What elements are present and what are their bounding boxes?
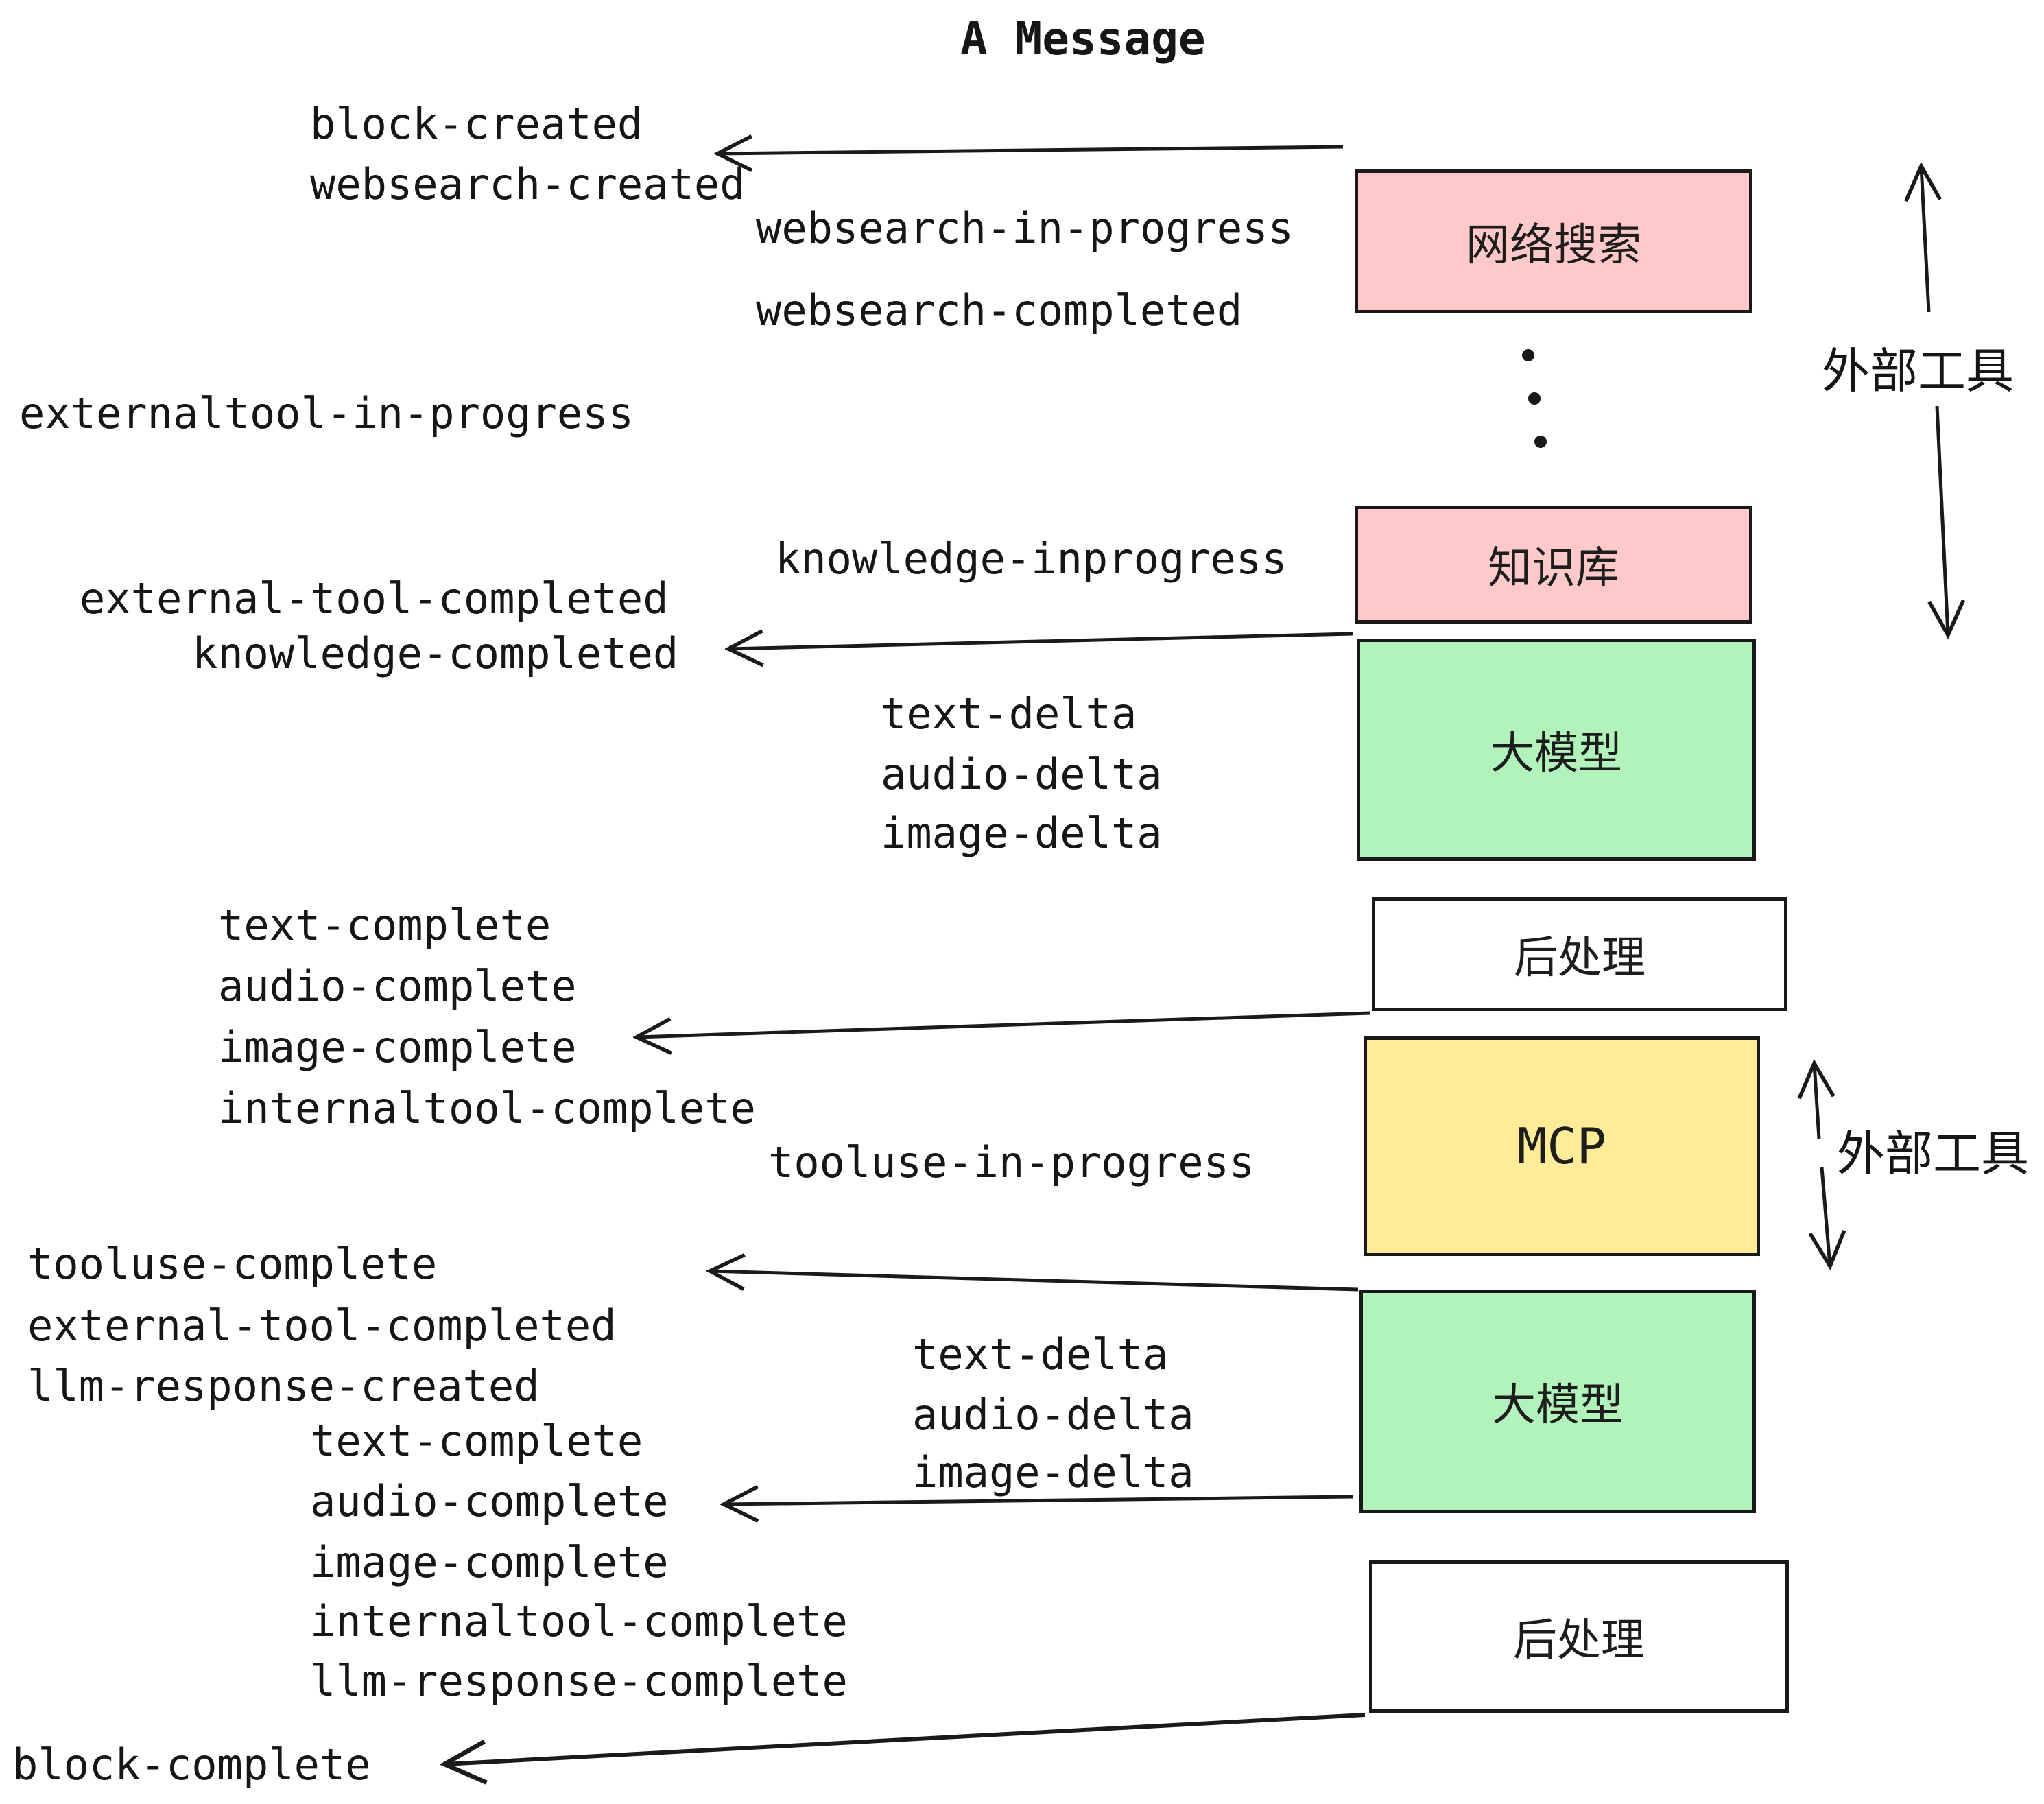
event-text-delta-2: text-delta: [912, 1329, 1169, 1379]
event-externaltool-in-progress: externaltool-in-progress: [19, 388, 634, 438]
node-knowledge-label: 知识库: [1488, 543, 1619, 594]
event-external-tool-completed-1: external-tool-completed: [80, 573, 669, 624]
event-knowledge-completed: knowledge-completed: [192, 628, 679, 678]
node-websearch-label: 网络搜索: [1466, 220, 1641, 271]
event-image-delta-2: image-delta: [912, 1447, 1194, 1497]
event-image-complete-1: image-complete: [218, 1022, 577, 1072]
node-llm-1: 大模型: [1357, 639, 1756, 861]
event-audio-delta-1: audio-delta: [881, 749, 1163, 799]
event-internaltool-complete-2: internaltool-complete: [310, 1596, 848, 1646]
page-title: A Message: [960, 12, 1206, 65]
node-knowledge: 知识库: [1355, 506, 1752, 624]
node-mcp: MCP: [1364, 1036, 1760, 1256]
node-mcp-label: MCP: [1517, 1117, 1607, 1175]
event-tooluse-in-progress: tooluse-in-progress: [768, 1137, 1255, 1187]
event-audio-complete-2: audio-complete: [310, 1476, 669, 1526]
event-llm-response-complete: llm-response-complete: [310, 1656, 848, 1706]
node-postprocess-2: 后处理: [1369, 1560, 1789, 1713]
event-internaltool-complete-1: internaltool-complete: [218, 1083, 756, 1133]
arrow-knowledge-completed: [728, 634, 1353, 649]
node-postprocess-1-label: 后处理: [1514, 933, 1645, 984]
event-tooluse-complete: tooluse-complete: [27, 1239, 438, 1289]
event-audio-delta-2: audio-delta: [912, 1390, 1194, 1440]
ellipsis-dots: [1522, 349, 1547, 448]
arrow-block-complete: [444, 1713, 1366, 1764]
arrow-external-tools-mcp-down: [1822, 1167, 1830, 1266]
arrow-external-tools-top-up: [1921, 166, 1929, 313]
arrow-external-tools-top-down: [1937, 405, 1948, 635]
node-websearch: 网络搜索: [1355, 169, 1752, 313]
arrow-external-tools-mcp-up: [1814, 1063, 1819, 1139]
event-text-complete-2: text-complete: [310, 1416, 643, 1466]
node-postprocess-2-label: 后处理: [1513, 1615, 1645, 1666]
node-llm-2: 大模型: [1359, 1290, 1756, 1513]
event-audio-complete-1: audio-complete: [218, 961, 577, 1011]
arrow-websearch-created: [717, 147, 1344, 154]
arrow-image-complete: [637, 1011, 1371, 1037]
node-llm-2-label: 大模型: [1492, 1380, 1624, 1431]
event-knowledge-inprogress: knowledge-inprogress: [775, 534, 1287, 584]
side-label-external-tools-mcp: 外部工具: [1837, 1126, 2029, 1182]
node-llm-1-label: 大模型: [1490, 728, 1622, 779]
event-llm-response-created: llm-response-created: [27, 1361, 540, 1411]
event-text-delta-1: text-delta: [881, 689, 1137, 739]
node-postprocess-1: 后处理: [1372, 897, 1787, 1011]
event-websearch-created: websearch-created: [310, 159, 746, 209]
event-websearch-completed: websearch-completed: [756, 285, 1243, 335]
event-image-delta-1: image-delta: [881, 808, 1163, 858]
event-external-tool-completed-2: external-tool-completed: [27, 1301, 617, 1351]
event-text-complete-1: text-complete: [218, 900, 551, 950]
event-websearch-in-progress: websearch-in-progress: [756, 203, 1294, 253]
event-block-complete: block-complete: [12, 1740, 371, 1790]
arrow-external-tool-completed: [710, 1271, 1359, 1292]
arrow-audio-complete: [724, 1497, 1353, 1504]
side-label-external-tools-top: 外部工具: [1822, 343, 2014, 399]
event-image-complete-2: image-complete: [310, 1537, 669, 1587]
event-block-created: block-created: [310, 99, 643, 149]
